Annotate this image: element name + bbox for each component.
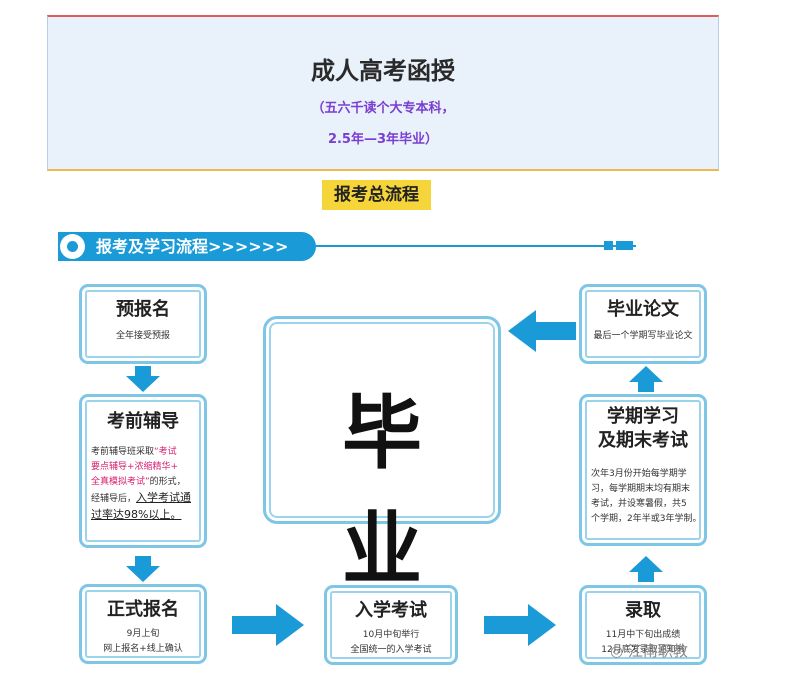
- header-panel: 成人高考函授 （五六千读个大专本科， 2.5年—3年毕业）: [47, 15, 719, 171]
- banner-dot-icon: [67, 241, 78, 252]
- banner-mark-small: [604, 241, 613, 250]
- arrow-down-icon: [126, 556, 160, 582]
- step-term-study: 学期学习 及期末考试 次年3月份开始每学期学 习，每学期期末均有期末 考试，并设…: [579, 394, 707, 546]
- step-desc: 9月上旬 网上报名+线上确认: [82, 627, 204, 657]
- header-subtitle-line1: （五六千读个大专本科，: [311, 101, 455, 116]
- header-subtitle-line2: 2.5年—3年毕业）: [327, 132, 439, 147]
- banner-line: [58, 245, 636, 247]
- desc-line: 习，每学期期末均有期末: [591, 484, 691, 494]
- arrow-down-icon: [126, 366, 160, 392]
- arrow-left-icon: [508, 310, 576, 352]
- desc-text: 的形式，: [149, 477, 186, 487]
- desc-line: 全国统一的入学考试: [350, 645, 432, 655]
- step-title: 录取: [625, 600, 661, 621]
- arrow-up-icon: [629, 366, 663, 392]
- step-graduate: 毕业: [263, 316, 501, 596]
- arrow-right-icon: [232, 604, 304, 646]
- step-exam-guidance: 考前辅导 考前辅导班采取“考试 要点辅导+浓缩精华+ 全真模拟考试”的形式， 经…: [79, 394, 207, 548]
- step-pre-registration: 预报名 全年接受预报: [79, 284, 207, 364]
- step-desc: 11月中下旬出成绩 12月底发录取通知书: [582, 628, 704, 658]
- desc-line: 个学期，2年半或3年学制。: [591, 514, 702, 524]
- desc-line: 11月中下旬出成绩: [605, 630, 681, 640]
- desc-underline: 过率达98%以上。: [91, 508, 182, 521]
- step-desc: 10月中旬举行 全国统一的入学考试: [327, 628, 455, 658]
- graduate-title: 毕业: [342, 387, 452, 596]
- wechat-icon: ◎: [610, 642, 628, 660]
- header-title: 成人高考函授: [311, 57, 455, 85]
- section-title: 报考总流程: [322, 180, 431, 210]
- desc-line: 10月中旬举行: [362, 630, 420, 640]
- title-line: 学期学习: [607, 406, 679, 427]
- step-title: 毕业论文: [607, 299, 679, 320]
- desc-line: 考试，并设寒暑假，共5: [591, 499, 687, 509]
- banner-text: 报考及学习流程>>>>>>: [96, 237, 289, 256]
- step-title: 考前辅导: [107, 411, 179, 432]
- banner-mark-large: [616, 241, 633, 250]
- step-thesis: 毕业论文 最后一个学期写毕业论文: [579, 284, 707, 364]
- desc-highlight: “考试: [154, 447, 177, 457]
- desc-highlight: 全真模拟考试”: [91, 477, 150, 487]
- step-title: 入学考试: [355, 600, 427, 621]
- watermark-text: 江南职教: [627, 642, 688, 660]
- arrow-up-icon: [629, 556, 663, 582]
- desc-underline: 入学考试通: [136, 491, 192, 504]
- step-desc: 最后一个学期写毕业论文: [593, 331, 693, 341]
- desc-highlight: 要点辅导+浓缩精华+: [91, 462, 179, 472]
- desc-line: 网上报名+线上确认: [103, 644, 183, 654]
- step-title: 预报名: [116, 299, 170, 320]
- desc-text: 经辅导后，: [91, 494, 137, 504]
- arrow-right-icon: [484, 604, 556, 646]
- step-formal-registration: 正式报名 9月上旬 网上报名+线上确认: [79, 584, 207, 664]
- step-title: 正式报名: [107, 599, 179, 620]
- step-desc: 全年接受预报: [115, 331, 170, 341]
- watermark: ◎ 江南职教: [610, 640, 688, 661]
- title-line: 及期末考试: [598, 430, 688, 451]
- step-admission: 录取 11月中下旬出成绩 12月底发录取通知书: [579, 585, 707, 665]
- desc-line: 12月底发录取通知书: [601, 645, 685, 655]
- step-desc: 次年3月份开始每学期学 习，每学期期末均有期末 考试，并设寒暑假，共5 个学期，…: [591, 467, 703, 527]
- step-entrance-exam: 入学考试 10月中旬举行 全国统一的入学考试: [324, 585, 458, 665]
- desc-text: 考前辅导班采取: [91, 447, 155, 457]
- desc-line: 9月上旬: [126, 629, 160, 639]
- desc-line: 次年3月份开始每学期学: [591, 469, 687, 479]
- step-desc: 考前辅导班采取“考试 要点辅导+浓缩精华+ 全真模拟考试”的形式， 经辅导后，入…: [91, 445, 203, 524]
- step-title: 学期学习 及期末考试: [582, 405, 704, 453]
- banner-bar: [58, 232, 316, 261]
